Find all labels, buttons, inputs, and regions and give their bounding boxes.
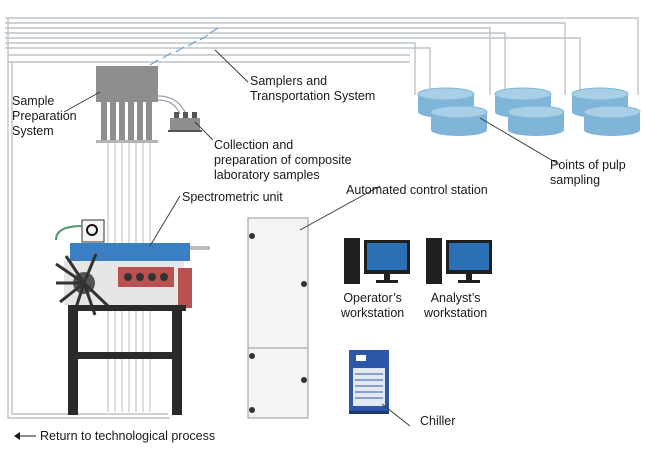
samplers (149, 27, 219, 66)
pc-tower-icon (344, 238, 360, 284)
label-operator-workstation: Operator’s workstation (341, 291, 405, 320)
spectrometric-unit (55, 219, 210, 415)
sample-prep-unit (96, 66, 158, 143)
arrow-left-icon (14, 432, 36, 440)
chiller-icon (349, 350, 389, 414)
pc-tower-icon (426, 238, 442, 284)
label-spectrometric-unit: Spectrometric unit (182, 190, 283, 204)
callout-lines (63, 49, 561, 427)
tanks (417, 87, 641, 136)
label-collection: Collection and preparation of composite … (214, 138, 352, 182)
tank-icon (583, 105, 641, 136)
label-analyst-workstation: Analyst’s workstation (424, 291, 488, 320)
label-return: Return to technological process (40, 429, 216, 443)
label-chiller: Chiller (420, 414, 456, 428)
control-cabinet (247, 217, 309, 419)
tank-icon (430, 105, 488, 136)
operator-workstation (344, 238, 410, 284)
pipe-manifold (5, 17, 639, 419)
label-sample-preparation: Sample Preparation System (12, 94, 77, 138)
analyst-workstation (426, 238, 492, 284)
label-samplers: Samplers and Transportation System (250, 74, 376, 103)
label-pulp-points: Points of pulp sampling (550, 158, 626, 187)
label-control-station: Automated control station (346, 183, 488, 197)
tank-icon (507, 105, 565, 136)
collection-unit (157, 95, 202, 132)
